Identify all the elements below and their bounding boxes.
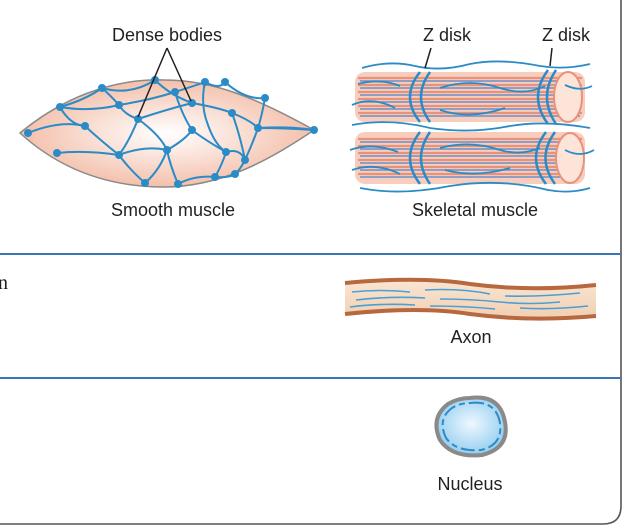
dense-body <box>115 151 123 159</box>
dense-bodies-label: Dense bodies <box>112 25 222 45</box>
dense-body <box>228 109 236 117</box>
dense-body <box>231 170 239 178</box>
dense-body <box>24 129 32 137</box>
dense-body <box>81 122 89 130</box>
dense-body <box>241 156 249 164</box>
dense-body <box>115 101 123 109</box>
dense-body <box>201 78 209 86</box>
skeletal-muscle-label: Skeletal muscle <box>412 200 538 220</box>
dense-body <box>261 94 269 102</box>
z-disk-label-left: Z disk <box>423 25 472 45</box>
dense-body <box>98 84 106 92</box>
axon-label: Axon <box>450 327 491 347</box>
smooth-muscle-label: Smooth muscle <box>111 200 235 220</box>
dense-body <box>310 126 318 134</box>
dense-body <box>171 88 179 96</box>
z-disk-rings <box>408 69 558 185</box>
dense-body <box>188 126 196 134</box>
dense-body <box>56 103 64 111</box>
dense-body <box>211 173 219 181</box>
smooth-muscle-cell <box>18 79 316 188</box>
smooth-muscle-illustration: Dense bodies Smooth muscle <box>18 25 318 220</box>
z-disk-callout-lines <box>424 47 553 69</box>
axon-sheath-bottom <box>344 308 597 321</box>
nucleus-illustration: Nucleus <box>434 395 508 494</box>
z-disk-label-right: Z disk <box>542 25 591 45</box>
dense-body <box>163 146 171 154</box>
nucleus-label: Nucleus <box>437 474 502 494</box>
row2-text-fragment: n <box>0 272 8 294</box>
nucleus-lamina <box>441 401 502 452</box>
dense-body <box>141 179 149 187</box>
axon-sheath-top <box>344 277 597 291</box>
dense-body <box>222 148 230 156</box>
desmin-filaments <box>349 60 595 193</box>
dense-body <box>53 149 61 157</box>
dense-body <box>134 115 142 123</box>
dense-body <box>174 180 182 188</box>
axon-illustration: Axon <box>344 277 597 347</box>
axon-neurofilaments <box>349 288 589 310</box>
nucleus-envelope <box>434 395 508 458</box>
dense-body-nodes <box>24 76 318 188</box>
dense-body <box>221 78 229 86</box>
dense-bodies-callout-lines <box>137 47 192 118</box>
dense-body <box>188 99 196 107</box>
dense-body <box>254 124 262 132</box>
skeletal-muscle-illustration: Z disk Z disk Skeletal muscle <box>349 25 595 220</box>
